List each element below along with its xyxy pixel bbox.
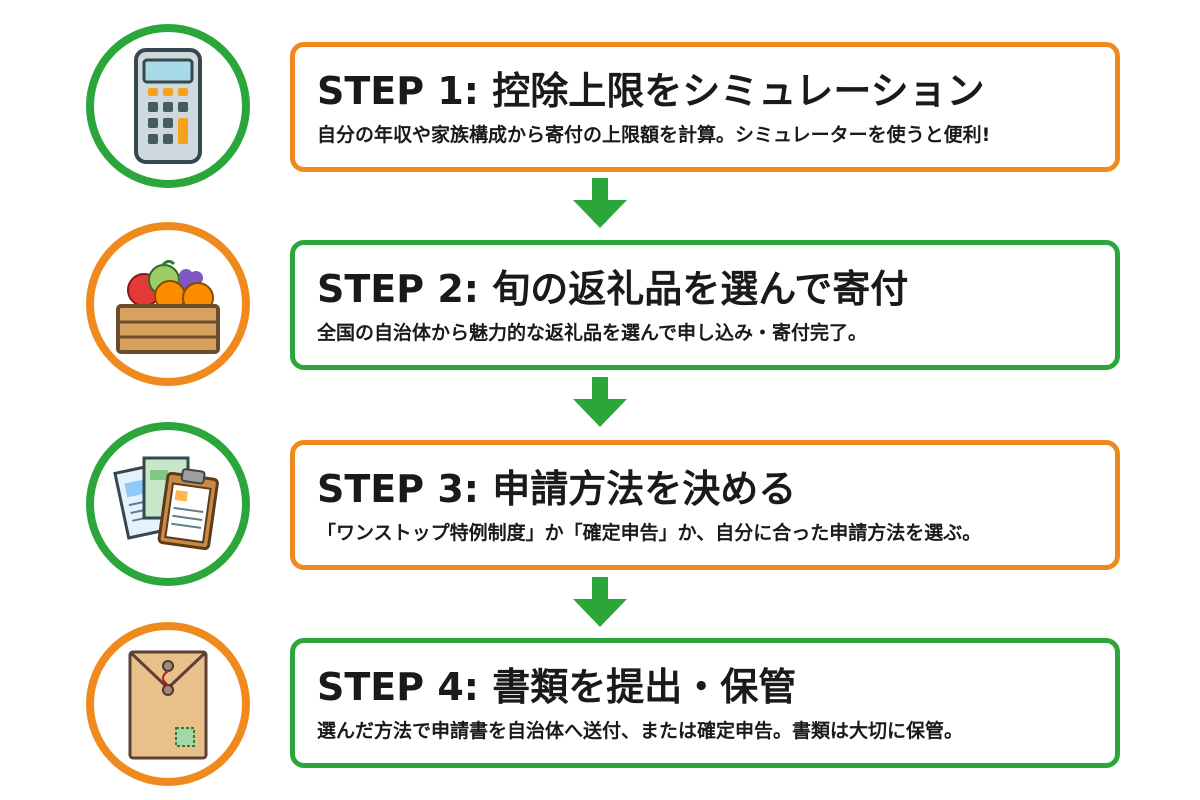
step-4-icon-circle (86, 622, 250, 786)
step-2-icon-circle (86, 222, 250, 386)
step-1-box: STEP 1: 控除上限をシミュレーション 自分の年収や家族構成から寄付の上限額… (290, 42, 1120, 172)
calculator-icon (134, 48, 202, 164)
documents-clipboard-icon (113, 456, 219, 551)
step-3-title: STEP 3: 申請方法を決める (317, 467, 797, 511)
step-3-icon-circle (86, 422, 250, 586)
fruit-crate-icon (116, 259, 220, 354)
envelope-icon (128, 650, 208, 760)
step-3-box: STEP 3: 申請方法を決める 「ワンストップ特例制度」か「確定申告」か、自分… (290, 440, 1120, 570)
down-arrow-icon (573, 377, 627, 427)
step-1-icon-circle (86, 24, 250, 188)
step-2-description: 全国の自治体から魅力的な返礼品を選んで申し込み・寄付完了。 (317, 322, 868, 344)
step-2-title: STEP 2: 旬の返礼品を選んで寄付 (317, 267, 909, 311)
step-1-title: STEP 1: 控除上限をシミュレーション (317, 69, 985, 113)
step-4-box: STEP 4: 書類を提出・保管 選んだ方法で申請書を自治体へ送付、または確定申… (290, 638, 1120, 768)
step-4-title: STEP 4: 書類を提出・保管 (317, 665, 797, 709)
down-arrow-icon (573, 577, 627, 627)
step-1-description: 自分の年収や家族構成から寄付の上限額を計算。シミュレーターを使うと便利! (317, 124, 991, 146)
step-4-description: 選んだ方法で申請書を自治体へ送付、または確定申告。書類は大切に保管。 (317, 720, 964, 742)
down-arrow-icon (573, 178, 627, 228)
step-2-box: STEP 2: 旬の返礼品を選んで寄付 全国の自治体から魅力的な返礼品を選んで申… (290, 240, 1120, 370)
step-3-description: 「ワンストップ特例制度」か「確定申告」か、自分に合った申請方法を選ぶ。 (317, 522, 982, 544)
